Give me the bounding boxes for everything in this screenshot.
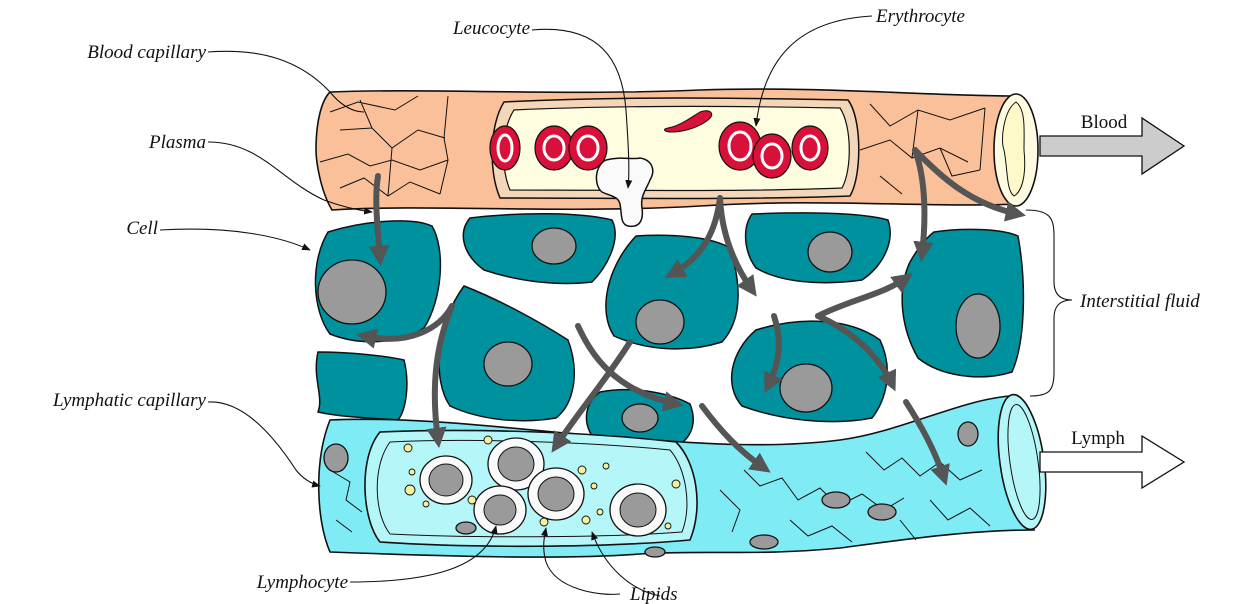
nucleus	[622, 404, 658, 432]
label-interstitial-fluid: Interstitial fluid	[1079, 291, 1200, 312]
tissue-cell	[746, 213, 891, 283]
lymphocyte	[528, 468, 584, 520]
tissue-cell	[439, 286, 574, 421]
lymphocyte	[474, 486, 526, 534]
lymphocyte	[610, 484, 666, 536]
nucleus	[318, 260, 386, 324]
lipid	[672, 480, 680, 488]
lipid	[404, 444, 412, 452]
label-lipids: Lipids	[629, 584, 678, 604]
label-leucocyte: Leucocyte	[452, 18, 530, 39]
interstitial-fluid-brace	[1026, 210, 1072, 396]
lipid	[578, 466, 586, 474]
lipid	[591, 483, 597, 489]
lipid	[484, 436, 492, 444]
leader-lymphatic-capillary	[208, 402, 320, 486]
nucleus	[780, 364, 832, 412]
nucleus	[532, 228, 576, 264]
lipid	[603, 463, 609, 469]
lymphatic-capillary	[319, 392, 1184, 557]
label-blood-capillary: Blood capillary	[87, 42, 206, 63]
blood-capillary	[316, 89, 1184, 226]
erythrocyte	[753, 134, 791, 178]
lipid	[405, 485, 415, 495]
nucleus	[636, 300, 684, 344]
nucleus	[484, 342, 532, 386]
nucleus	[956, 294, 1000, 358]
nucleus	[808, 232, 852, 272]
label-cell: Cell	[126, 218, 158, 239]
leader-cell	[160, 229, 310, 250]
lipid	[582, 516, 590, 524]
lipid	[423, 501, 429, 507]
label-lymph: Lymph	[1071, 428, 1125, 449]
label-lymphatic-capillary: Lymphatic capillary	[52, 390, 207, 411]
leucocyte	[596, 158, 652, 226]
erythrocyte	[535, 126, 573, 170]
leader-blood-capillary	[208, 51, 364, 112]
lipid	[409, 469, 415, 475]
lipid	[540, 518, 548, 526]
lipid	[468, 496, 476, 504]
lymphocyte	[420, 456, 472, 504]
label-blood: Blood	[1081, 112, 1128, 133]
erythrocyte	[792, 126, 828, 170]
erythrocyte	[490, 126, 520, 170]
label-plasma: Plasma	[148, 132, 206, 153]
blood-capillary-opening	[994, 94, 1038, 206]
label-lymphocyte: Lymphocyte	[256, 572, 348, 593]
lipid	[665, 523, 671, 529]
label-erythrocyte: Erythrocyte	[875, 6, 965, 27]
lipid	[597, 509, 603, 515]
tissue-cell	[316, 352, 407, 420]
tissue-cell	[463, 214, 615, 284]
tissue-cell	[732, 321, 888, 421]
tissue-cell	[606, 235, 738, 349]
